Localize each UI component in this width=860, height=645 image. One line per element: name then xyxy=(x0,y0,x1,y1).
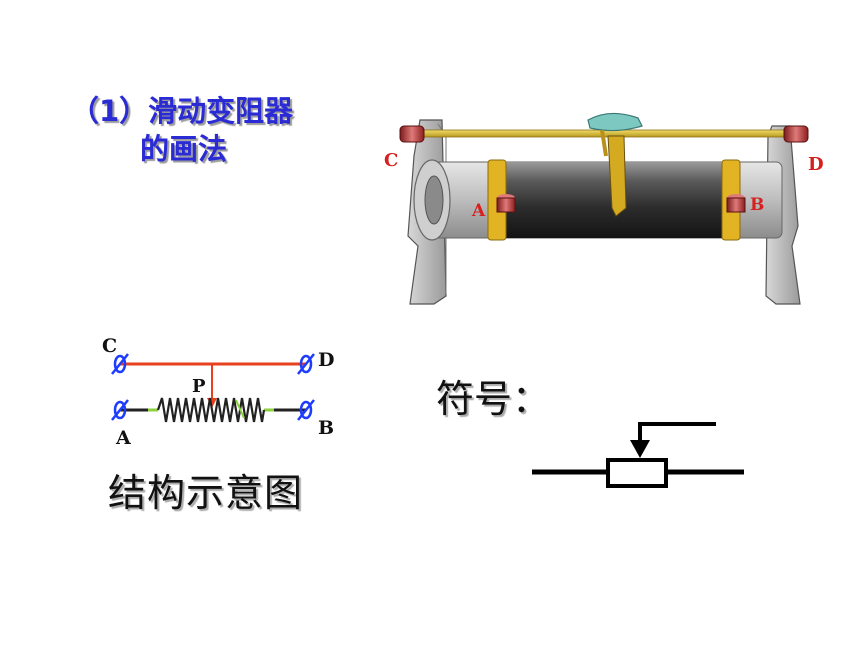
apparatus-label-a: A xyxy=(471,201,486,221)
symbol-resistor-box xyxy=(606,458,668,488)
schematic-label-p: P xyxy=(192,376,206,397)
structure-schematic: C D P A B xyxy=(102,335,334,449)
symbol-slider-arrow xyxy=(630,440,650,458)
terminal-b xyxy=(726,194,746,213)
terminal-a xyxy=(496,194,516,213)
apparatus-label-b: B xyxy=(750,195,764,215)
slide-title: （1）滑动变阻器 的画法 xyxy=(70,92,293,168)
title-line-2: 的画法 xyxy=(140,132,228,166)
terminal-c xyxy=(399,125,425,143)
schematic-label-a: A xyxy=(115,427,131,449)
slider-contact xyxy=(587,112,643,217)
terminal-symbol-a xyxy=(111,399,129,421)
symbol-label: 符号： xyxy=(436,377,551,421)
rheostat-circuit-symbol xyxy=(532,422,744,488)
schematic-label-c: C xyxy=(102,335,117,357)
apparatus-label-c: C xyxy=(384,150,398,171)
terminal-d xyxy=(783,125,809,143)
schematic-caption: 结构示意图 xyxy=(108,471,304,515)
title-line-1: （1）滑动变阻器 xyxy=(70,94,294,128)
schematic-coil xyxy=(156,397,266,423)
rheostat-illustration: C D A B xyxy=(384,112,824,305)
terminal-symbol-b xyxy=(297,399,315,421)
schematic-label-b: B xyxy=(318,417,334,439)
apparatus-label-d: D xyxy=(808,154,824,175)
schematic-label-d: D xyxy=(318,349,334,371)
terminal-symbol-c xyxy=(111,353,129,375)
terminal-symbol-d xyxy=(297,353,315,375)
symbol-slider-wire xyxy=(638,422,716,450)
